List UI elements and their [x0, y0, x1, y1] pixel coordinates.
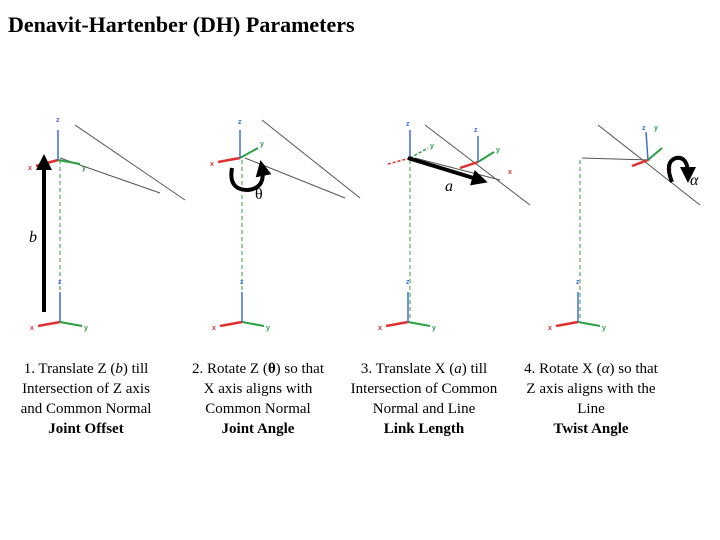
- label-alpha: α: [690, 172, 699, 189]
- reference-line: [597, 124, 701, 206]
- svg-text:x: x: [548, 325, 552, 332]
- step-name: Link Length: [383, 421, 465, 437]
- svg-text:z: z: [238, 119, 242, 126]
- svg-text:x: x: [508, 169, 512, 176]
- frame-bottom: x y z: [30, 279, 88, 332]
- svg-text:y: y: [654, 125, 658, 132]
- caption-step-3: 3. Translate X (a) till Intersection of …: [339, 359, 509, 439]
- svg-text:y: y: [430, 143, 434, 150]
- step-name: Joint Angle: [221, 421, 295, 437]
- svg-text:z: z: [58, 279, 62, 286]
- svg-text:z: z: [576, 279, 580, 286]
- svg-text:y: y: [84, 325, 88, 332]
- svg-text:z: z: [474, 127, 478, 134]
- caption-step-1: 1. Translate Z (b) till Intersection of …: [1, 359, 171, 439]
- caption-step-2: 2. Rotate Z (θ) so that X axis aligns wi…: [173, 359, 343, 439]
- panel-3: z y z y x x y z: [378, 121, 531, 332]
- svg-text:y: y: [496, 147, 500, 154]
- svg-text:z: z: [406, 279, 410, 286]
- svg-text:x: x: [378, 325, 382, 332]
- caption-step-4: 4. Rotate X (α) so that Z axis aligns wi…: [506, 359, 676, 439]
- frame-top: x y z: [28, 117, 86, 172]
- page-title: Denavit-Hartenber (DH) Parameters: [8, 12, 355, 37]
- theta-rotation-arrow: [229, 160, 272, 193]
- svg-text:x: x: [30, 325, 34, 332]
- frame-bottom: x y z: [378, 279, 436, 332]
- common-normal-line: [581, 157, 651, 161]
- a-translate-arrow: [407, 156, 488, 186]
- reference-line: [261, 119, 361, 199]
- svg-text:z: z: [642, 125, 646, 132]
- label-b: b: [29, 229, 37, 246]
- svg-text:x: x: [210, 161, 214, 168]
- svg-text:z: z: [240, 279, 244, 286]
- svg-text:x: x: [28, 165, 32, 172]
- svg-text:z: z: [406, 121, 410, 128]
- label-a: a: [445, 178, 453, 195]
- frame-bottom: x y z: [548, 279, 606, 332]
- label-theta: θ: [255, 186, 263, 203]
- alpha-rotation-arrow: [666, 155, 696, 183]
- frame-top: x y z: [210, 119, 264, 168]
- svg-text:y: y: [602, 325, 606, 332]
- frame-bottom: x y z: [212, 279, 270, 332]
- svg-text:y: y: [266, 325, 270, 332]
- svg-text:y: y: [82, 165, 86, 172]
- common-normal-line: [414, 157, 501, 181]
- panel-2: x y z x y z: [210, 119, 361, 332]
- panel-1: x y z x y z: [28, 117, 186, 332]
- svg-text:z: z: [56, 117, 60, 124]
- svg-text:x: x: [212, 325, 216, 332]
- frame-top-translated: z y x: [459, 127, 512, 176]
- svg-text:y: y: [260, 141, 264, 148]
- step-name: Twist Angle: [553, 421, 629, 437]
- step-name: Joint Offset: [48, 421, 124, 437]
- frame-top-origin: z y: [387, 121, 434, 165]
- panel-4: z y x x y z: [548, 124, 701, 332]
- reference-line: [74, 124, 186, 201]
- svg-text:y: y: [432, 325, 436, 332]
- frame-top-translated: z y x: [631, 125, 672, 172]
- reference-line: [424, 124, 531, 206]
